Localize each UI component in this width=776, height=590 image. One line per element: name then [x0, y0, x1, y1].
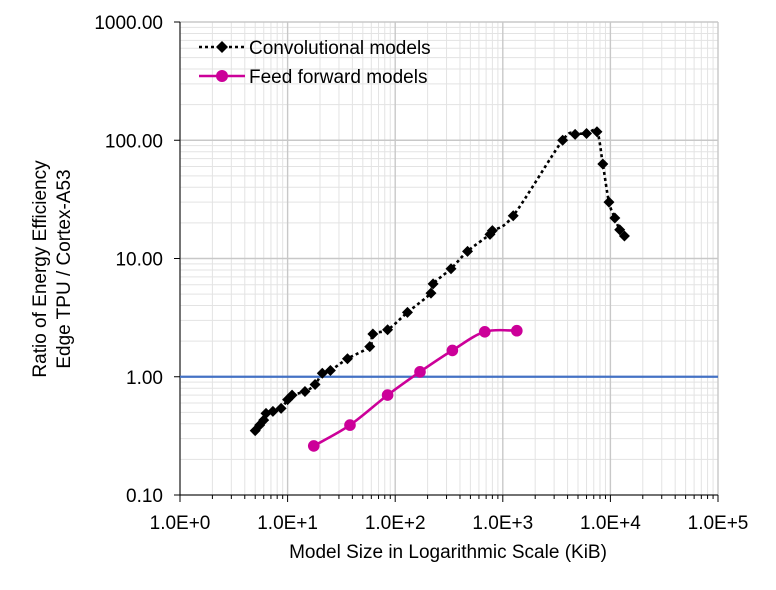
x-tick-label: 1.0E+4 [580, 513, 641, 534]
series-line-convolutional-models [254, 128, 626, 432]
y-tick-label: 1.00 [126, 368, 163, 389]
y-tick-label: 1000.00 [94, 13, 163, 34]
data-point-convolutional-models [609, 212, 621, 224]
data-point-convolutional-models [341, 353, 353, 365]
data-point-convolutional-models [591, 126, 603, 138]
data-point-convolutional-models [557, 134, 569, 146]
x-tick-label: 1.0E+3 [472, 513, 533, 534]
data-point-feed-forward-models [344, 419, 356, 431]
data-point-feed-forward-models [478, 325, 491, 338]
data-point-convolutional-models [367, 328, 379, 340]
data-point-convolutional-models [382, 324, 394, 336]
y-tick-label: 100.00 [105, 131, 163, 152]
data-point-convolutional-models [275, 402, 287, 414]
data-point-convolutional-models [581, 128, 593, 140]
legend-marker-convolutional [216, 41, 228, 53]
data-point-convolutional-models [597, 158, 609, 170]
data-point-convolutional-models [603, 196, 615, 208]
data-point-feed-forward-models [511, 324, 523, 337]
data-point-feed-forward-models [307, 440, 320, 452]
x-axis-ticks: 1.0E+0 1.0E+1 1.0E+2 1.0E+3 1.0E+4 1.0E+5 [150, 495, 749, 534]
data-point-convolutional-models [324, 364, 336, 376]
legend-marker-feed-forward [216, 70, 228, 82]
x-axis-title: Model Size in Logarithmic Scale (KiB) [289, 542, 607, 563]
y-axis-title-line-2: Edge TPU / Cortex-A53 [54, 169, 75, 368]
series-layer [249, 126, 630, 452]
legend-item-feed-forward: Feed forward models [199, 67, 427, 88]
data-point-convolutional-models [462, 245, 474, 257]
data-point-convolutional-models [286, 389, 298, 401]
y-tick-label: 0.10 [126, 486, 163, 507]
data-point-convolutional-models [445, 263, 457, 275]
data-point-convolutional-models [309, 378, 321, 390]
data-point-convolutional-models [618, 230, 630, 242]
data-point-convolutional-models [299, 386, 311, 398]
data-point-convolutional-models [425, 287, 437, 299]
x-tick-label: 1.0E+5 [688, 513, 749, 534]
legend-label-feed-forward: Feed forward models [249, 67, 427, 88]
data-point-feed-forward-models [381, 389, 394, 401]
data-point-convolutional-models [507, 210, 519, 222]
data-point-feed-forward-models [414, 366, 426, 378]
legend: Convolutional models Feed forward models [199, 38, 431, 88]
data-point-feed-forward-models [446, 344, 459, 357]
data-point-convolutional-models [364, 341, 376, 353]
legend-item-convolutional: Convolutional models [199, 38, 431, 59]
x-tick-label: 1.0E+1 [257, 513, 318, 534]
x-tick-label: 1.0E+2 [365, 513, 426, 534]
data-point-convolutional-models [427, 278, 439, 290]
data-point-convolutional-models [267, 405, 279, 417]
y-axis-ticks: 0.10 1.00 10.00 100.00 1000.00 [94, 13, 180, 507]
legend-label-convolutional: Convolutional models [249, 38, 431, 59]
x-tick-label: 1.0E+0 [150, 513, 211, 534]
data-point-convolutional-models [401, 306, 413, 318]
data-point-convolutional-models [486, 225, 498, 237]
data-point-convolutional-models [569, 128, 581, 140]
y-axis-title-line-1: Ratio of Energy Efficiency [30, 160, 51, 378]
y-tick-label: 10.00 [115, 250, 163, 271]
